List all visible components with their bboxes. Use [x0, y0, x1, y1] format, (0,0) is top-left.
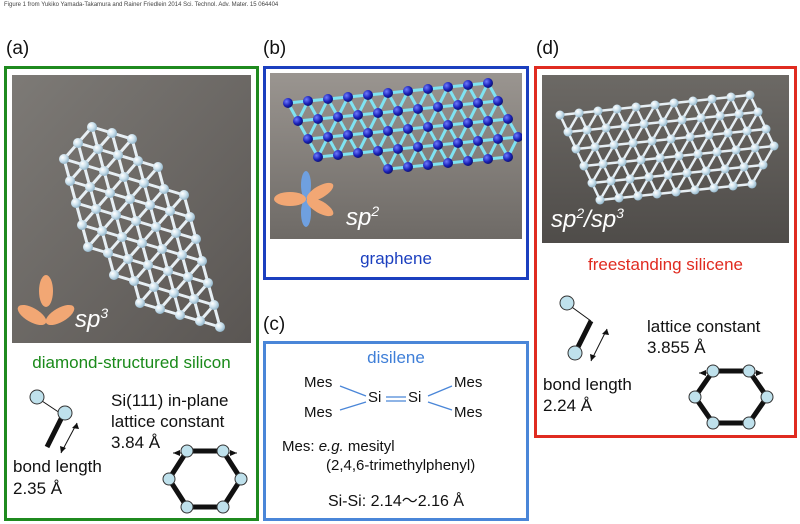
silicene-model-photo	[542, 75, 789, 243]
diamond-silicon-model-photo	[12, 75, 251, 343]
panel-label-d: (d)	[536, 38, 560, 59]
panel-a-title: diamond-structured silicon	[32, 353, 231, 372]
graphene-model-photo	[270, 73, 522, 239]
panel-d: sp2/sp3 freestanding silicene lattice co…	[534, 66, 797, 438]
disilene-bonds	[339, 385, 453, 411]
bond-length-diagram-a	[29, 389, 79, 454]
panel-b-title: graphene	[360, 249, 432, 268]
hexagon-lattice-diagram-a	[162, 444, 248, 514]
panel-a: sp3 diamond-structured silicon bond leng…	[4, 66, 259, 521]
lattice-value-a: 3.84 Å	[111, 433, 161, 452]
sp3-orbital-icon	[17, 275, 75, 326]
bond-length-value-a: 2.35 Å	[13, 479, 63, 498]
mes-top-right: Mes	[454, 374, 483, 391]
bond-length-label-a: bond length	[13, 457, 102, 476]
mes-bottom-right: Mes	[454, 404, 483, 421]
panel-c: disilene Mes Mes Mes Mes Si Si Mes: e.g.…	[263, 341, 529, 521]
panel-c-title: disilene	[367, 348, 425, 367]
sp2-sp3-label: sp2/sp3	[551, 205, 624, 233]
mes-top-left: Mes	[304, 374, 333, 391]
mes-bottom-left: Mes	[304, 404, 333, 421]
bond-length-diagram-d	[559, 295, 609, 362]
lattice-label-d: lattice constant	[647, 317, 761, 336]
panel-label-c: (c)	[263, 314, 286, 335]
si-right: Si	[408, 389, 422, 406]
panel-b: sp2 graphene	[263, 66, 529, 280]
panel-label-b: (b)	[263, 38, 287, 59]
panel-label-a: (a)	[6, 38, 30, 59]
figure-caption: Figure 1 from Yukiko Yamada-Takamura and…	[4, 2, 279, 8]
si-left: Si	[368, 389, 382, 406]
sp2-orbital-icon	[274, 171, 334, 227]
lattice-label-a-1: Si(111) in-plane	[111, 391, 229, 410]
sisi-bond-length: Si-Si: 2.14～2.16 Å	[327, 493, 465, 510]
mes-fullname: (2,4,6-trimethylphenyl)	[326, 457, 476, 474]
sp3-label: sp3	[75, 305, 109, 333]
panel-d-title: freestanding silicene	[588, 255, 743, 274]
bond-length-label-d: bond length	[543, 375, 632, 394]
hexagon-lattice-diagram-d	[688, 364, 774, 430]
lattice-label-a-2: lattice constant	[111, 412, 225, 431]
lattice-value-d: 3.855 Å	[647, 338, 706, 357]
sp2-label: sp2	[346, 203, 380, 231]
bond-length-value-d: 2.24 Å	[543, 396, 593, 415]
mes-definition: Mes: e.g. mesityl	[282, 438, 395, 455]
